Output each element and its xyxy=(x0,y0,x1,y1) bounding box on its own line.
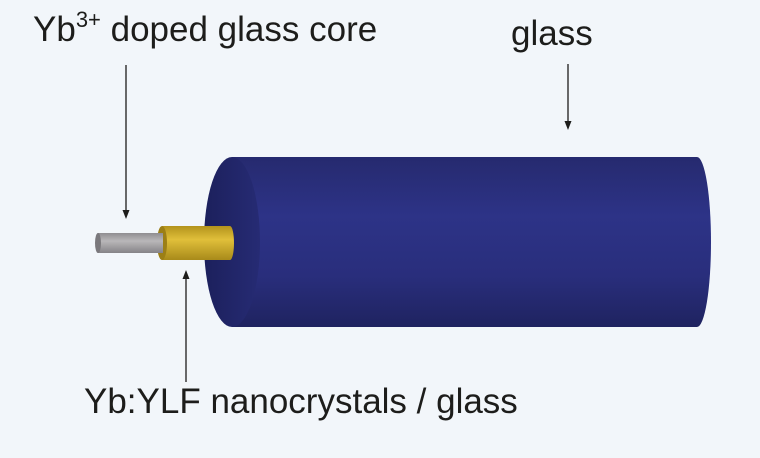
core-label-suffix: doped glass core xyxy=(100,10,378,49)
doped-core-end-face xyxy=(95,233,101,253)
outer-glass-cladding xyxy=(204,157,711,327)
core-arrow xyxy=(122,65,130,219)
outer-glass-label: glass xyxy=(511,14,593,53)
nanocrystal-label: Yb:YLF nanocrystals / glass xyxy=(84,382,518,421)
core-label: Yb3+ doped glass core xyxy=(33,9,378,49)
glass-arrow xyxy=(564,64,572,130)
core-label-superscript: 3+ xyxy=(75,7,101,32)
doped-core xyxy=(95,233,163,253)
nanocrystal-layer xyxy=(157,226,234,260)
core-label-prefix: Yb xyxy=(33,10,76,49)
nanocrystal-arrow xyxy=(182,270,190,382)
